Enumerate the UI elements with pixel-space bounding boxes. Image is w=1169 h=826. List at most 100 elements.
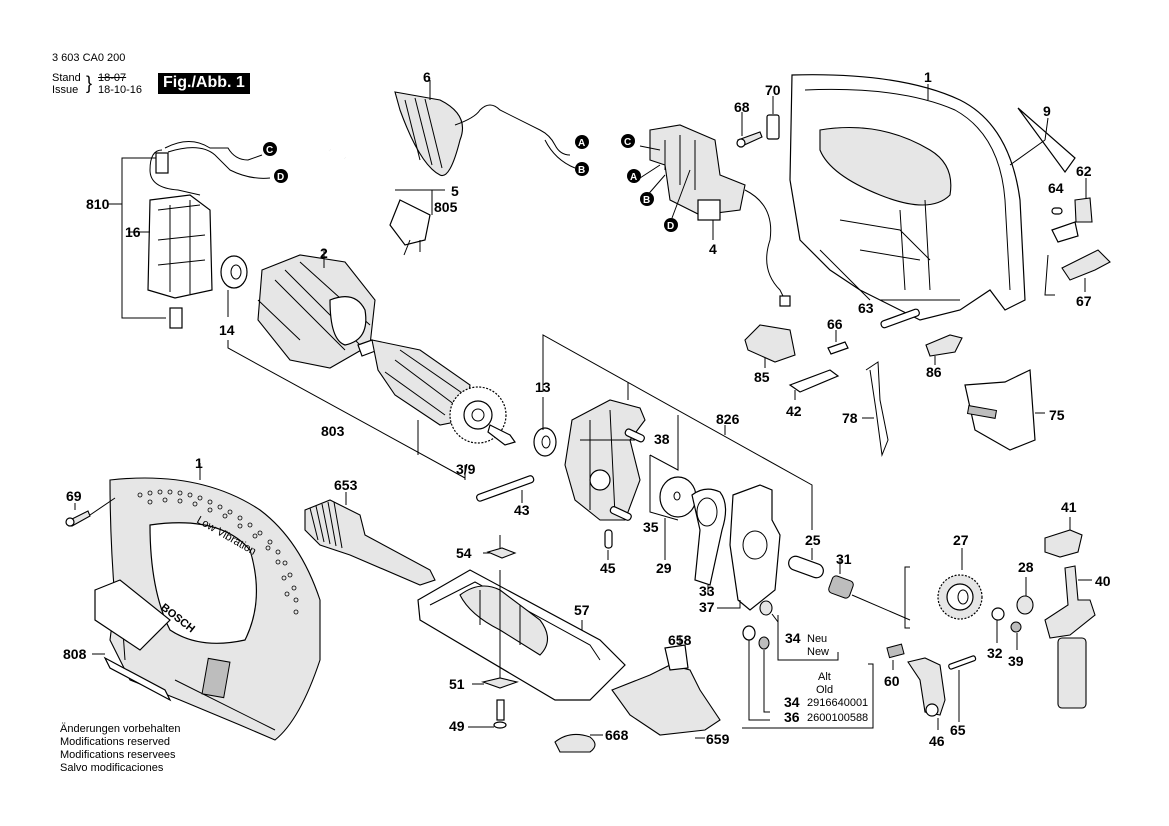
pin-35 <box>609 506 632 521</box>
part-label-65: 65 <box>950 722 966 738</box>
switch <box>639 124 786 301</box>
revision-old-part-34: 34 <box>784 694 800 710</box>
note-de: Änderungen vorbehalten <box>60 723 181 735</box>
bracket-826 <box>542 334 813 530</box>
part-label-805: 805 <box>434 199 458 215</box>
cover-75 <box>964 369 1045 451</box>
revision-box-lines <box>742 613 874 729</box>
svg-text:D: D <box>277 172 284 183</box>
adapter-659 <box>611 635 721 739</box>
part-label-29: 29 <box>656 560 672 576</box>
nut-54 <box>483 535 517 559</box>
revision-old-number-36: 2600100588 <box>807 712 868 724</box>
spring-78 <box>862 361 889 457</box>
washer-36 <box>742 625 756 641</box>
part-label-808: 808 <box>63 646 87 662</box>
slider-42 <box>788 369 840 400</box>
part-658 <box>664 644 689 671</box>
brush-holder <box>147 194 213 299</box>
part-label-63: 63 <box>858 300 874 316</box>
connector-b-cord: B <box>575 162 589 176</box>
part-41 <box>1044 517 1083 558</box>
svg-text:A: A <box>578 138 585 149</box>
bearing-14 <box>220 255 248 317</box>
part-66 <box>827 330 849 355</box>
issue-label: Issue <box>52 84 79 96</box>
part-label-78: 78 <box>842 410 858 426</box>
part-labels: 6 5 805 810 16 2 14 803 3/9 13 4 68 70 1… <box>63 69 1111 749</box>
figure-badge: Fig./Abb. 1 <box>158 73 250 94</box>
gear-housing <box>564 399 646 521</box>
modification-notes: Änderungen vorbehalten Modifications res… <box>60 723 180 775</box>
part-label-37: 37 <box>699 599 715 615</box>
housing-left: BOSCH Low Vibration <box>109 463 321 741</box>
stand-date: 18-07 <box>98 72 127 84</box>
pin-38 <box>624 428 645 443</box>
part-label-54: 54 <box>456 545 472 561</box>
part-label-85: 85 <box>754 369 770 385</box>
plug <box>389 199 431 246</box>
part-label-69: 69 <box>66 488 82 504</box>
bushing-28 <box>1016 577 1034 615</box>
part-label-25: 25 <box>805 532 821 548</box>
note-es: Salvo modificaciones <box>60 762 164 774</box>
revision-new-de: Neu <box>807 633 827 645</box>
part-label-40: 40 <box>1095 573 1111 589</box>
part-label-68: 68 <box>734 99 750 115</box>
connector-a-cord: A <box>575 135 589 149</box>
part-label-3-9: 3/9 <box>456 461 476 477</box>
part-label-46: 46 <box>929 733 945 749</box>
issue-date: 18-10-16 <box>98 84 143 96</box>
part-label-658: 658 <box>668 632 692 648</box>
part-label-14: 14 <box>219 322 235 338</box>
part-label-668: 668 <box>605 727 629 743</box>
connector-c-left: C <box>263 142 277 156</box>
revision-old-part-36: 36 <box>784 709 800 725</box>
screw-49 <box>468 699 507 729</box>
pin-63 <box>880 308 920 329</box>
carbon-brush-top <box>155 152 169 174</box>
connector-d-switch: D <box>664 218 678 232</box>
part-label-5: 5 <box>451 183 459 199</box>
lever-67 <box>1044 249 1111 296</box>
part-label-33: 33 <box>699 583 715 599</box>
part-label-51: 51 <box>449 676 465 692</box>
connector-a-switch: A <box>627 169 641 183</box>
housing-right <box>789 74 1026 321</box>
part-label-16: 16 <box>125 224 141 240</box>
part-label-41: 41 <box>1061 499 1077 515</box>
part-label-64: 64 <box>1048 180 1064 196</box>
part-label-60: 60 <box>884 673 900 689</box>
svg-text:D: D <box>667 221 674 232</box>
brace: } <box>86 73 93 93</box>
power-cord <box>291 80 576 256</box>
part-668 <box>554 733 603 753</box>
carbon-brush-bottom <box>169 307 183 329</box>
revision-old-de: Alt <box>818 671 831 683</box>
washer-34-old <box>758 636 770 650</box>
note-en: Modifications reserved <box>60 736 171 748</box>
svg-text:A: A <box>630 172 637 183</box>
pin-43 <box>476 475 535 503</box>
part-label-4: 4 <box>709 241 717 257</box>
part-label-62: 62 <box>1076 163 1092 179</box>
part-label-39: 39 <box>1008 653 1024 669</box>
pin-64 <box>1051 207 1079 243</box>
washer-34-new <box>759 600 773 616</box>
plate-51 <box>472 677 519 689</box>
revision-new-en: New <box>807 646 829 658</box>
part-label-1-top: 1 <box>924 69 932 85</box>
part-label-42: 42 <box>786 403 802 419</box>
part-label-659: 659 <box>706 731 730 747</box>
part-label-38: 38 <box>654 431 670 447</box>
cover-808 <box>92 579 172 702</box>
document-number: 3 603 CA0 200 <box>52 52 126 64</box>
electronic-module <box>744 295 796 368</box>
pin-25 <box>788 548 824 579</box>
part-label-43: 43 <box>514 502 530 518</box>
part-label-2: 2 <box>320 245 328 261</box>
part-label-49: 49 <box>449 718 465 734</box>
gear-27 <box>937 548 983 620</box>
svg-text:B: B <box>643 195 650 206</box>
